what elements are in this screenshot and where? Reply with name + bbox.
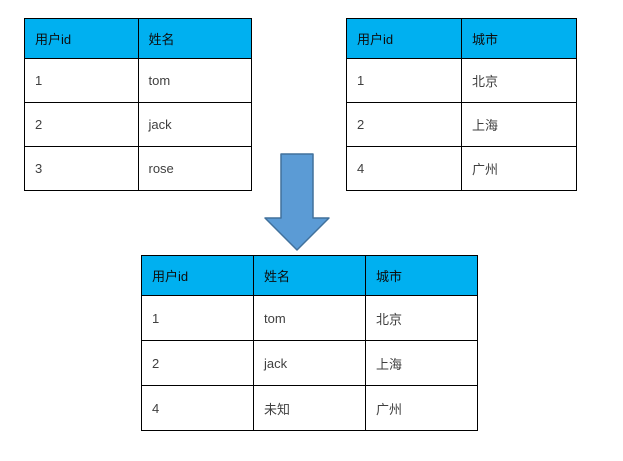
table-cell: 1 <box>24 58 139 103</box>
table-header-cell: 姓名 <box>137 18 252 59</box>
table-header-cell: 用户id <box>141 255 254 296</box>
table-header-cell: 城市 <box>461 18 577 59</box>
table-cell: tom <box>137 58 252 103</box>
table-cell: 2 <box>24 102 139 147</box>
table-cell: 北京 <box>365 295 478 341</box>
table-header-cell: 城市 <box>365 255 478 296</box>
table-cell: jack <box>253 340 366 386</box>
table-cell: 3 <box>24 146 139 191</box>
table-cell: 北京 <box>461 58 577 103</box>
table-header-cell: 用户id <box>24 18 139 59</box>
down-arrow-icon <box>264 153 330 251</box>
table-cell: tom <box>253 295 366 341</box>
table-cell: 2 <box>346 102 462 147</box>
table-cell: 4 <box>141 385 254 431</box>
table-cell: 上海 <box>461 102 577 147</box>
table-cell: 4 <box>346 146 462 191</box>
table-header-cell: 姓名 <box>253 255 366 296</box>
table-cell: 上海 <box>365 340 478 386</box>
table-header-cell: 用户id <box>346 18 462 59</box>
table-cell: 1 <box>346 58 462 103</box>
table-cell: jack <box>137 102 252 147</box>
table-cell: 广州 <box>365 385 478 431</box>
table-cell: 1 <box>141 295 254 341</box>
table-cell: rose <box>137 146 252 191</box>
table-cell: 广州 <box>461 146 577 191</box>
table-cell: 2 <box>141 340 254 386</box>
table-cell: 未知 <box>253 385 366 431</box>
